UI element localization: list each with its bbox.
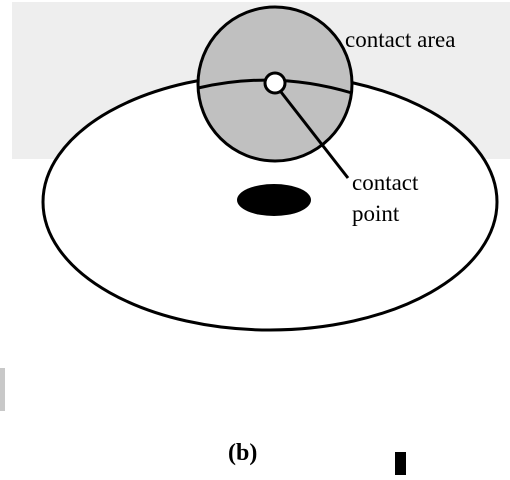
contact-point-label-line1: contact	[352, 170, 419, 195]
contact-point-marker	[263, 71, 287, 95]
contact-area-label: contact area	[345, 27, 455, 52]
contact-point-leader	[279, 91, 350, 179]
figure-caption: (b)	[228, 440, 257, 466]
center-blob	[237, 184, 311, 216]
left-edge-artifact	[0, 368, 5, 411]
bottom-edge-artifact	[395, 452, 406, 475]
contact-point-label-line2: point	[352, 201, 400, 226]
